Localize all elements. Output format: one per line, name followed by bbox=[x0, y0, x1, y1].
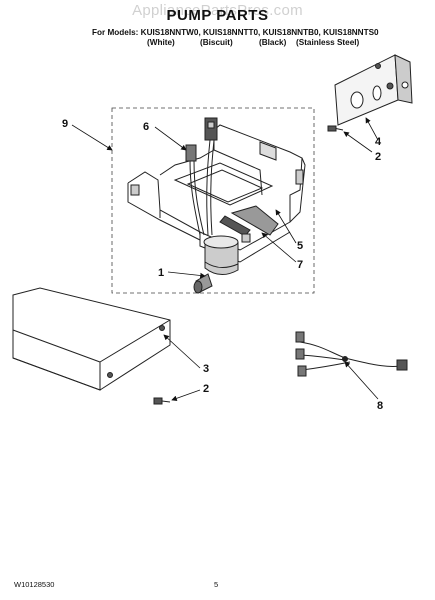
leader-5 bbox=[275, 209, 297, 244]
color-black: (Black) bbox=[259, 38, 287, 47]
leader-4 bbox=[365, 117, 379, 141]
mounting-bracket bbox=[334, 54, 413, 126]
leader-6 bbox=[154, 126, 187, 151]
document-number: W10128530 bbox=[14, 580, 55, 589]
page-title: PUMP PARTS bbox=[166, 7, 269, 24]
callout-6: 6 bbox=[143, 121, 149, 133]
color-white: (White) bbox=[147, 38, 175, 47]
color-biscuit: (Biscuit) bbox=[200, 38, 233, 47]
callout-2-bottom: 2 bbox=[203, 383, 209, 395]
callout-2-top: 2 bbox=[375, 151, 381, 163]
callout-7: 7 bbox=[297, 259, 303, 271]
leader-3 bbox=[163, 334, 201, 369]
callout-4: 4 bbox=[375, 136, 382, 148]
pump-motor bbox=[193, 235, 239, 294]
leader-8 bbox=[344, 361, 379, 400]
color-stainless: (Stainless Steel) bbox=[296, 38, 360, 47]
watermark: AppliancePartsPros.com bbox=[132, 2, 303, 19]
float-switch bbox=[219, 205, 279, 243]
callout-8: 8 bbox=[377, 400, 383, 412]
callout-1: 1 bbox=[158, 267, 164, 279]
drain-wire-harness bbox=[295, 331, 408, 377]
leader-9 bbox=[71, 124, 113, 151]
pump-tray bbox=[127, 124, 306, 263]
screw-top bbox=[327, 125, 344, 132]
callout-3: 3 bbox=[203, 363, 209, 375]
leader-2-top bbox=[343, 131, 373, 153]
callout-5: 5 bbox=[297, 240, 303, 252]
models-line: For Models: KUIS18NNTW0, KUIS18NNTT0, KU… bbox=[92, 28, 379, 37]
pump-wire-harness bbox=[185, 117, 218, 236]
assembly-dashed-box bbox=[111, 107, 315, 294]
callout-9: 9 bbox=[62, 118, 68, 130]
screw-bottom bbox=[153, 397, 171, 405]
cover-panel bbox=[12, 287, 171, 391]
page-number: 5 bbox=[214, 580, 219, 589]
leader-2-bottom bbox=[171, 389, 201, 402]
leader-7 bbox=[261, 232, 297, 263]
leader-1 bbox=[167, 271, 206, 279]
